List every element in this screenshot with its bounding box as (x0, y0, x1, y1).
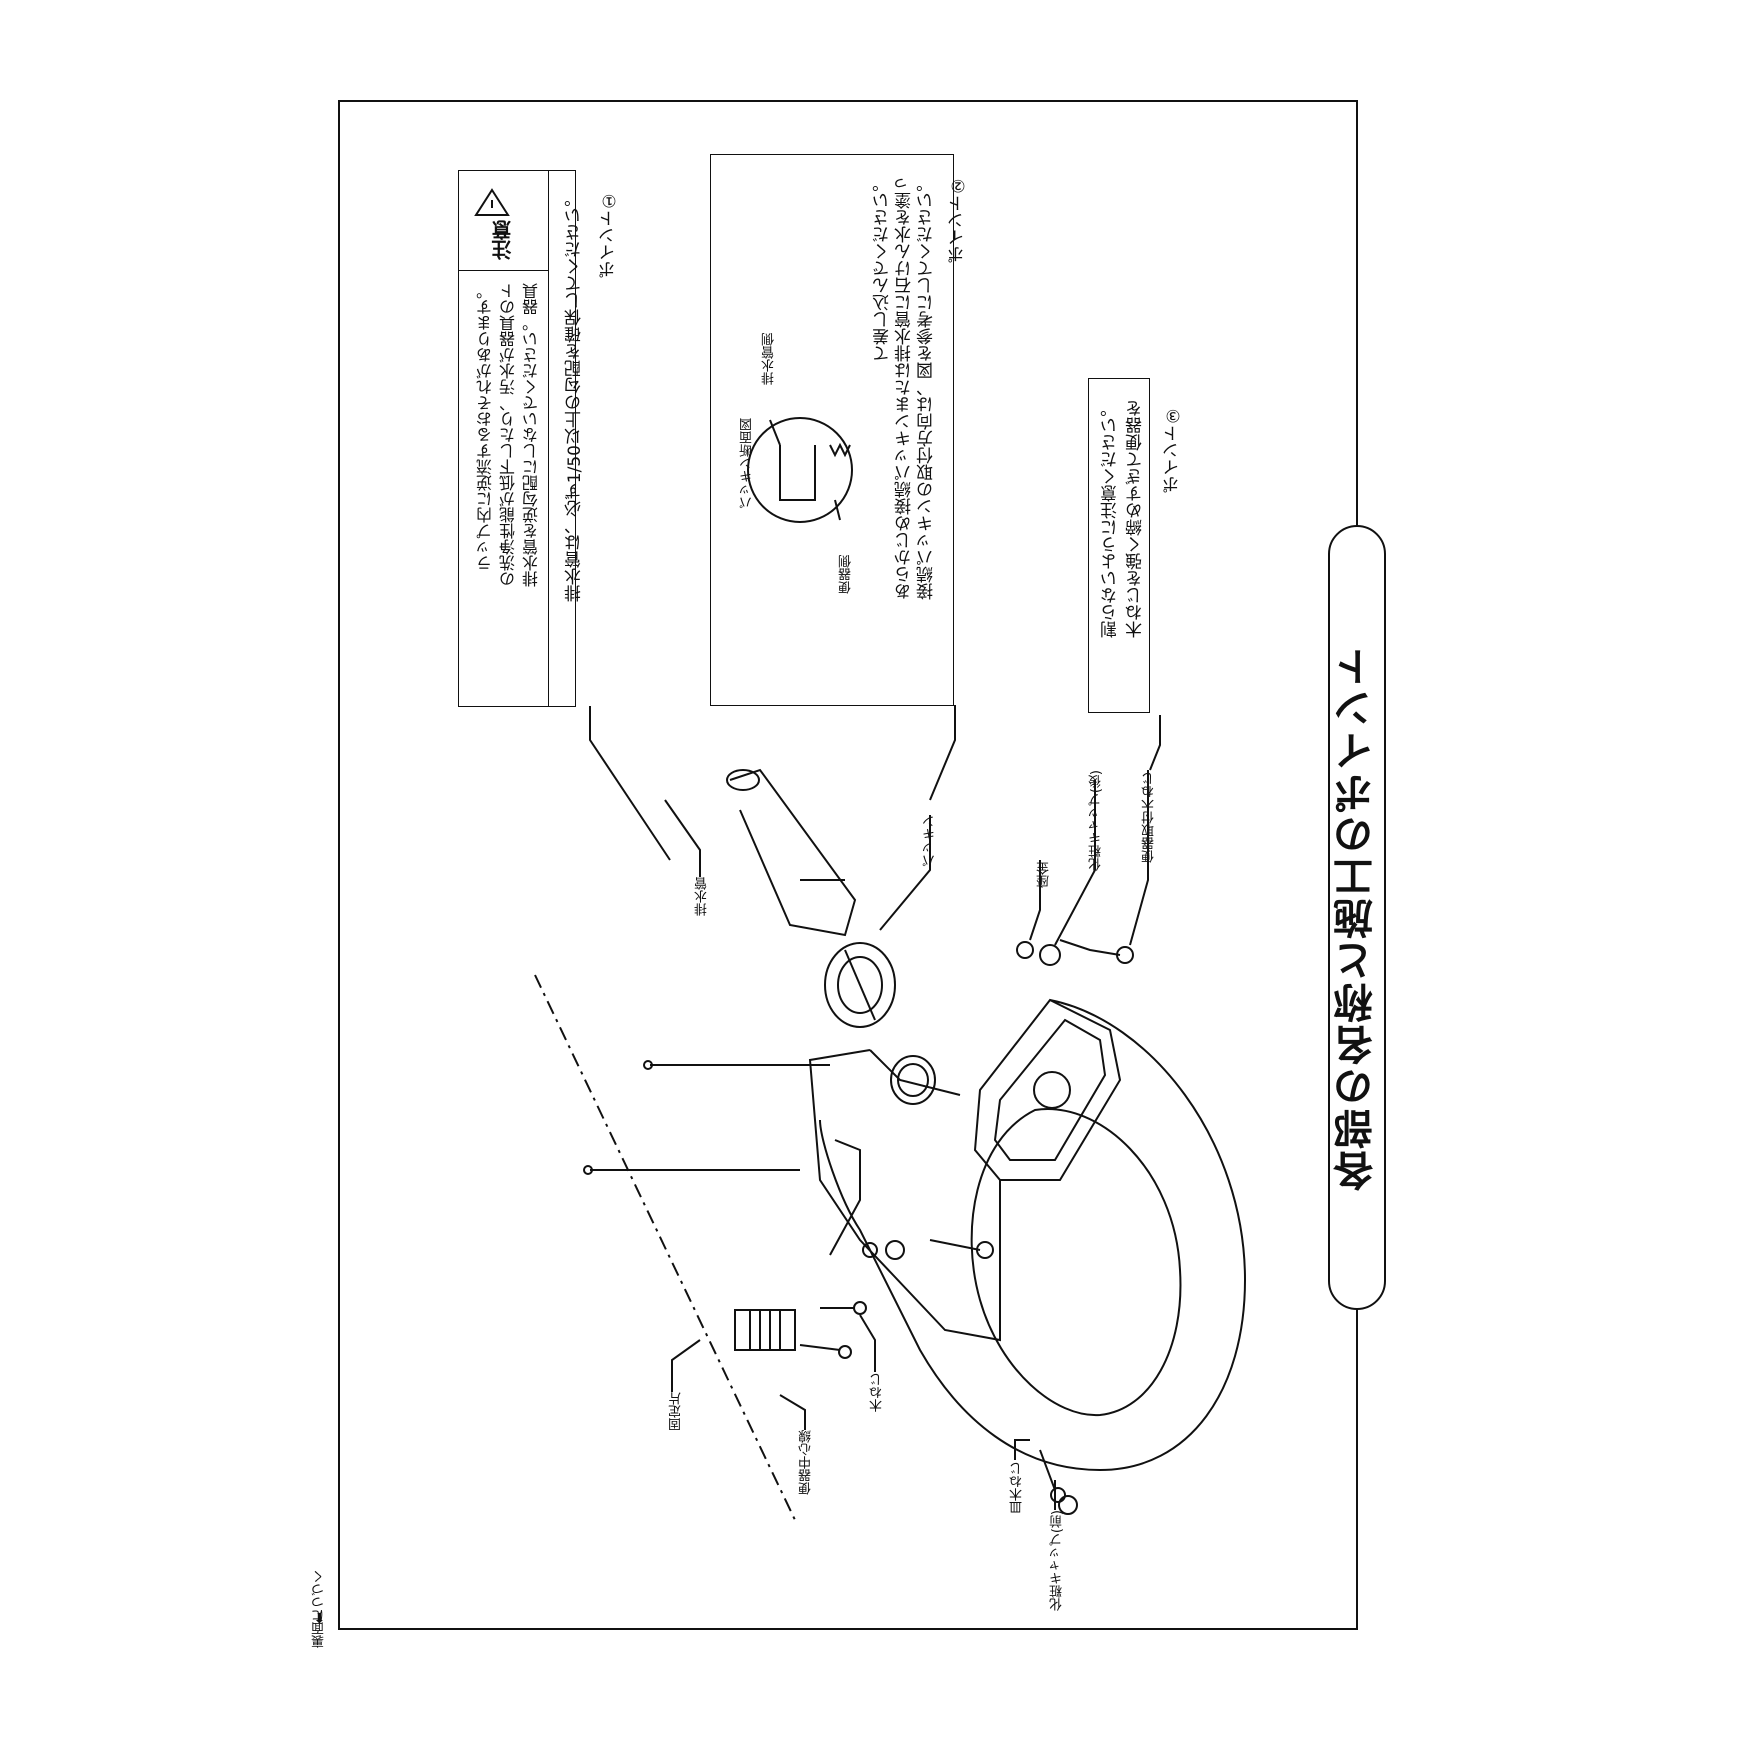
point2-box (710, 154, 954, 706)
packing-section-circle (747, 417, 853, 523)
wood-screw-lower (799, 1344, 841, 1351)
toilet-rim-inner (993, 1018, 1107, 1161)
warning-icon (474, 188, 510, 216)
dish-screw (1039, 1449, 1056, 1491)
point3-box (1088, 378, 1150, 713)
cap-front (1058, 1495, 1078, 1515)
caution-divider (548, 170, 549, 707)
title-box: 各部の名称と施工のポイント (1328, 525, 1386, 1310)
packing-ring (824, 942, 896, 1028)
point1-box (458, 170, 576, 707)
toilet-bowl-outline (819, 999, 1247, 1472)
cap-rear (1039, 944, 1061, 966)
toilet-outlet (890, 1055, 936, 1105)
mounting-screw (1059, 939, 1121, 956)
caution-header-cell (458, 170, 548, 271)
toilet-tank-hole (1033, 1071, 1071, 1109)
washer-top (1016, 941, 1034, 959)
center-line (534, 974, 796, 1521)
toilet-bowl-inner (970, 1108, 1182, 1417)
screw-mid (929, 1239, 981, 1251)
drain-pipe (729, 768, 857, 937)
toilet-rim-rear (973, 998, 1122, 1181)
fixing-piece (734, 1309, 796, 1351)
toilet-base (808, 1049, 1001, 1342)
